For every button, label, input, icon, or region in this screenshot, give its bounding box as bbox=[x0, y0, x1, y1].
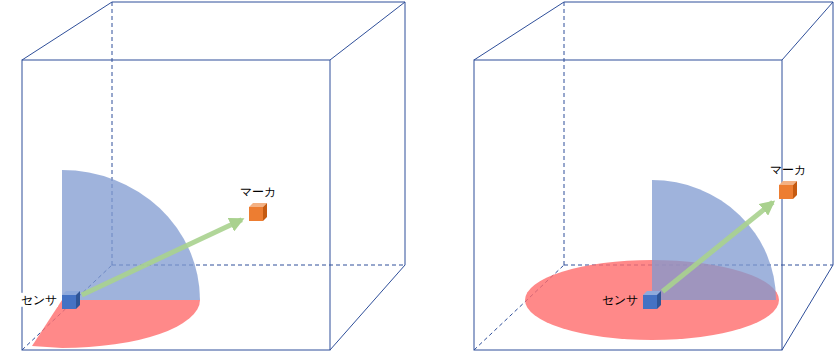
marker-icon bbox=[779, 181, 797, 199]
sensor-cube: センサ bbox=[643, 291, 661, 309]
cube-side bbox=[263, 203, 267, 221]
marker-label: マーカ bbox=[239, 185, 277, 199]
cube-side bbox=[76, 291, 80, 309]
marker-cube: マーカ bbox=[779, 181, 797, 199]
marker-icon bbox=[249, 203, 267, 221]
arrow-connector bbox=[82, 220, 242, 295]
marker-label: マーカ bbox=[769, 163, 807, 177]
cube-front bbox=[643, 295, 657, 309]
room-box bbox=[22, 2, 405, 350]
front-face bbox=[474, 60, 782, 350]
arrow-connector bbox=[663, 202, 773, 291]
room-box bbox=[474, 2, 833, 350]
sensor-icon bbox=[643, 291, 661, 309]
vertical-range bbox=[652, 180, 776, 300]
cube-front bbox=[62, 295, 76, 309]
vertical-range bbox=[62, 170, 200, 300]
cube-side bbox=[793, 181, 797, 199]
sensor-cube: センサ bbox=[62, 291, 80, 309]
top-face bbox=[22, 2, 405, 60]
front-face bbox=[22, 60, 330, 350]
sensor-label: センサ bbox=[20, 293, 58, 307]
side-edge bbox=[330, 2, 405, 350]
marker-cube: マーカ bbox=[249, 203, 267, 221]
top-face bbox=[474, 2, 833, 60]
hidden-edge bbox=[564, 2, 565, 265]
room-box bbox=[22, 2, 405, 350]
cube-side bbox=[657, 291, 661, 309]
sensor-icon bbox=[62, 291, 80, 309]
cube-front bbox=[779, 185, 793, 199]
room-box bbox=[474, 2, 833, 350]
sensor-label: センサ bbox=[601, 293, 639, 307]
cube-front bbox=[249, 207, 263, 221]
